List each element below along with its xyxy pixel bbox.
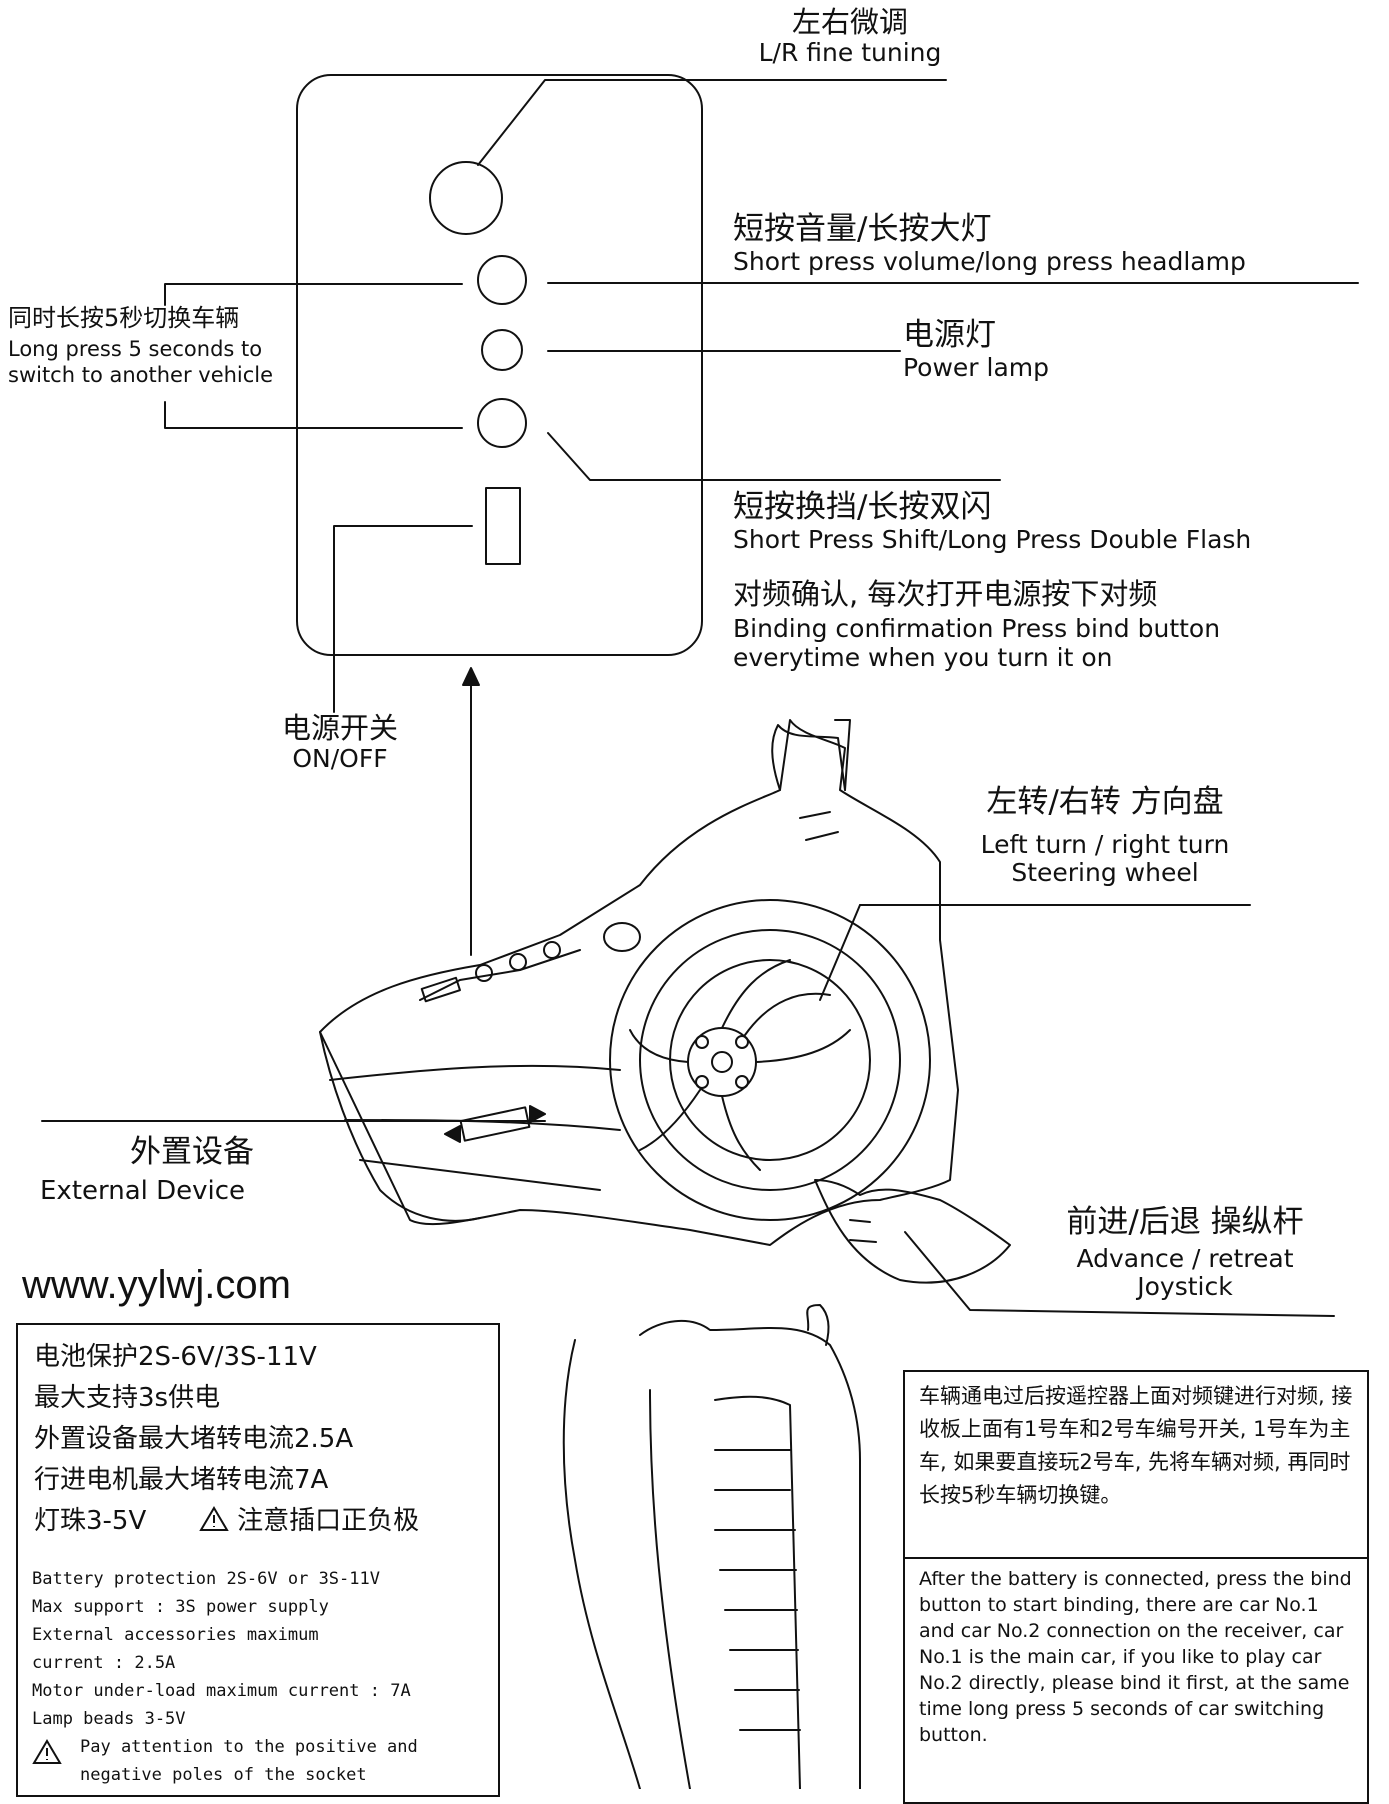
volume-headlamp-label: 短按音量/长按大灯 Short press volume/long press … [733,211,1246,276]
shift-leader [547,432,1001,481]
external-device-label: 外置设备 External Device [40,1134,254,1207]
spec-en-line: Motor under-load maximum current : 7A [32,1681,411,1701]
spec-en-line: Battery protection 2S-6V or 3S-11V [32,1569,380,1589]
spec-en-line: Max support : 3S power supply [32,1597,329,1617]
power-lamp-indicator [481,329,523,371]
warning-triangle-icon [32,1739,62,1764]
spec-cn-line: 电池保护2S-6V/3S-11V [34,1342,317,1372]
spec-en-warning-2: negative poles of the socket [80,1765,367,1785]
body-front [319,1031,481,1222]
trigger [814,1179,1011,1284]
specs-cn: 电池保护2S-6V/3S-11V 最大支持3s供电 外置设备最大堵转电流2.5A… [34,1337,419,1542]
external-port [459,1106,531,1142]
specs-en: Battery protection 2S-6V or 3S-11V Max s… [32,1565,418,1789]
steering-en1: Left turn / right turn [980,829,1230,859]
joystick-leader [904,1231,1335,1317]
antenna-lines [799,811,839,841]
spec-en-line: current : 2.5A [32,1653,176,1673]
fine-tuning-cn: 左右微调 [791,5,908,39]
spec-en-warning-1: Pay attention to the positive and [80,1737,418,1757]
switch-vehicle-leader-bottom [164,401,463,429]
switch-vehicle-label: 同时长按5秒切换车辆 Long press 5 seconds to switc… [8,304,274,387]
body-stripe-1 [329,1064,621,1081]
grip-inner-right [714,1395,801,1789]
steering-en2: Steering wheel [1011,858,1199,888]
website-url[interactable]: www.yylwj.com [22,1263,291,1307]
body-top-edge [419,949,581,1001]
shift-flash-label: 短按换挡/长按双闪 Short Press Shift/Long Press D… [733,489,1252,554]
power-switch-cn: 电源开关 [281,711,398,745]
switch-vehicle-en2: switch to another vehicle [8,362,274,387]
shift-flash-cn: 短按换挡/长按双闪 [733,489,992,525]
steering-wheel-rim [639,929,901,1191]
body-stripe-3 [359,1159,601,1191]
fine-tuning-en: L/R fine tuning [758,38,942,68]
steering-wheel-outer [609,899,931,1221]
antenna-tip [834,719,851,791]
grip-right [639,1319,861,1789]
fine-tuning-knob [429,161,503,235]
joystick-en2: Joystick [1137,1272,1233,1302]
volume-button [477,255,527,305]
joystick-label: 前进/后退 操纵杆 Advance / retreat Joystick [1040,1204,1330,1302]
binding-en1: Binding confirmation Press bind button [733,614,1221,644]
fine-tuning-leader [477,79,947,166]
binding-box-cn: 车辆通电过后按遥控器上面对频键进行对频, 接收板上面有1号车和2号车编号开关, … [919,1384,1353,1507]
transmitter-body [319,719,959,1246]
power-lamp-cn: 电源灯 [903,317,996,353]
binding-en2: everytime when you turn it on [733,643,1113,673]
shift-flash-en: Short Press Shift/Long Press Double Flas… [733,524,1252,554]
power-lamp-en: Power lamp [903,352,1050,382]
spec-cn-line: 最大支持3s供电 [34,1383,221,1413]
panel-arrow-head [462,667,480,686]
binding-box-divider [905,1557,1367,1559]
antenna [771,724,846,791]
external-en: External Device [40,1175,246,1206]
warning-triangle-icon [199,1506,229,1531]
control-panel-outline [296,74,703,656]
specs-box: 电池保护2S-6V/3S-11V 最大支持3s供电 外置设备最大堵转电流2.5A… [16,1323,500,1797]
steering-cn: 左转/右转 方向盘 [986,784,1224,820]
spec-cn-warning: 注意插口正负极 [237,1506,420,1536]
fine-tuning-label: 左右微调 L/R fine tuning [640,5,1060,68]
grip-ribs [714,1449,801,1731]
volume-headlamp-en: Short press volume/long press headlamp [733,246,1246,276]
power-switch [485,487,521,565]
spec-cn-line: 行进电机最大堵转电流7A [34,1465,329,1495]
joystick-en1: Advance / retreat [1076,1243,1294,1273]
grip-left [562,1339,641,1789]
spec-en-line: Lamp beads 3-5V [32,1709,186,1729]
spec-en-line: External accessories maximum [32,1625,319,1645]
switch-vehicle-cn: 同时长按5秒切换车辆 [8,304,240,332]
binding-box: 车辆通电过后按遥控器上面对频键进行对频, 接收板上面有1号车和2号车编号开关, … [903,1370,1369,1804]
grip-inner-left [649,1389,691,1789]
external-cn: 外置设备 [130,1134,254,1170]
switch-vehicle-en1: Long press 5 seconds to [8,336,263,361]
power-lamp-label: 电源灯 Power lamp [903,317,1050,382]
binding-cn: 对频确认, 每次打开电源按下对频 [733,577,1158,611]
steering-label: 左转/右转 方向盘 Left turn / right turn Steerin… [915,784,1295,888]
switch-vehicle-leader-top [164,283,463,306]
spec-cn-line: 灯珠3-5V [34,1506,147,1536]
spec-cn-line: 外置设备最大堵转电流2.5A [34,1424,354,1454]
shift-button [477,398,527,448]
wheel-spokes [629,959,851,1171]
grip-thumb-rest [806,1304,830,1346]
binding-label: 对频确认, 每次打开电源按下对频 Binding confirmation Pr… [733,577,1221,673]
power-switch-label: 电源开关 ON/OFF [240,711,440,774]
body-switch-slot [420,976,461,1003]
binding-box-en: After the battery is connected, press th… [919,1568,1352,1746]
power-switch-leader [333,525,473,713]
volume-headlamp-cn: 短按音量/长按大灯 [733,211,992,247]
joystick-cn: 前进/后退 操纵杆 [1066,1204,1304,1240]
steering-leader-arrow [819,904,861,1001]
power-switch-en: ON/OFF [292,744,388,774]
